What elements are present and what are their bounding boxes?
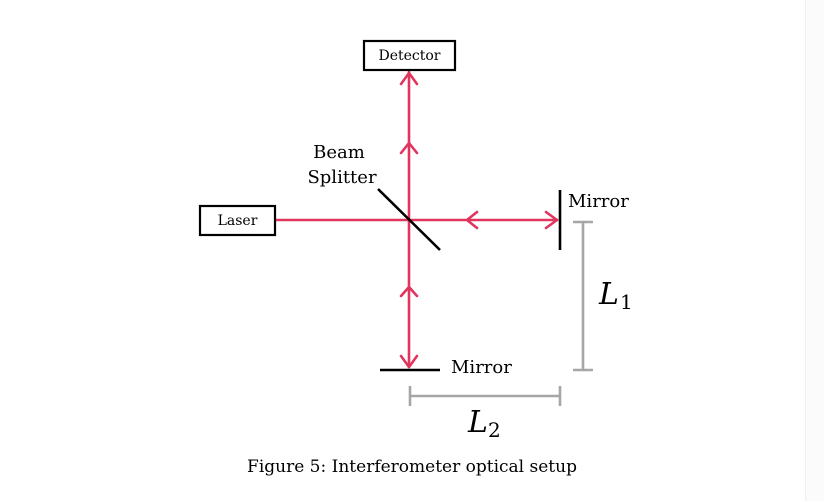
l2-subscript: 2 bbox=[488, 418, 501, 442]
detector-label: Detector bbox=[378, 48, 440, 64]
mirror-bottom-label: Mirror bbox=[451, 357, 512, 378]
beam-splitter bbox=[377, 188, 441, 251]
arrow-up-return bbox=[399, 285, 419, 298]
dimension-l1: L 1 bbox=[573, 220, 633, 372]
arrow-right-mirror bbox=[544, 210, 559, 230]
beam-splitter-label-line2: Splitter bbox=[307, 167, 376, 188]
arrow-up-middle bbox=[399, 141, 419, 155]
page-edge bbox=[805, 0, 824, 501]
laser-beams bbox=[273, 70, 559, 369]
arrow-up-detector bbox=[399, 71, 419, 86]
l1-subscript: 1 bbox=[620, 290, 633, 314]
laser-box: Laser bbox=[198, 204, 277, 237]
dimension-l2: L 2 bbox=[408, 386, 562, 442]
laser-label: Laser bbox=[218, 213, 258, 229]
arrow-down-mirror bbox=[399, 354, 419, 369]
detector-box: Detector bbox=[362, 39, 457, 72]
mirror-right-label: Mirror bbox=[568, 191, 629, 212]
l2-label: L bbox=[467, 405, 488, 440]
figure-caption: Figure 5: Interferometer optical setup bbox=[247, 457, 577, 477]
beam-splitter-label-line1: Beam bbox=[313, 142, 365, 163]
l1-label: L bbox=[598, 277, 619, 312]
arrow-left-return bbox=[465, 210, 479, 230]
